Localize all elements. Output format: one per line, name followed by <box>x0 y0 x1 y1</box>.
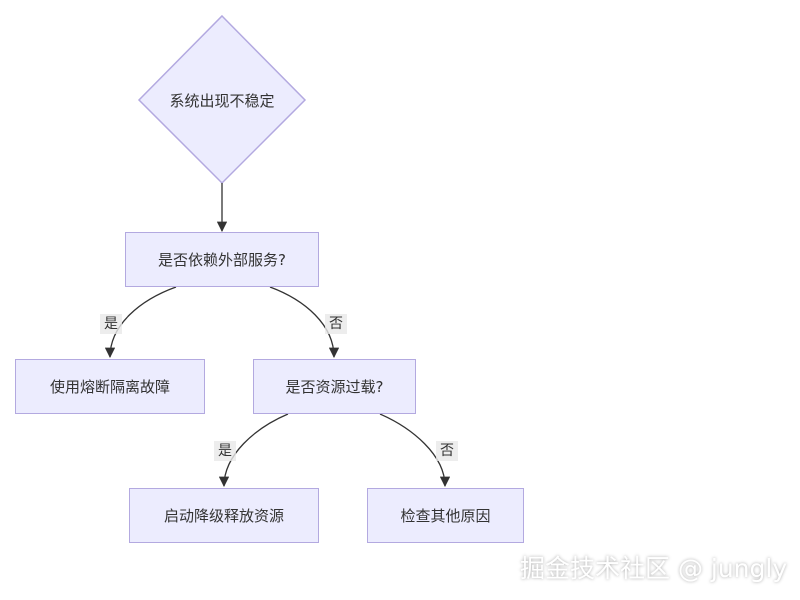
edge-overload-to-degrade <box>218 413 289 488</box>
edge-label-yes-1: 是 <box>100 314 122 334</box>
edge-label-yes-2: 是 <box>214 441 236 461</box>
node-degrade: 启动降级释放资源 <box>129 488 319 543</box>
node-start-label: 系统出现不稳定 <box>169 91 275 110</box>
node-check-other: 检查其他原因 <box>367 488 524 543</box>
node-circuit-breaker: 使用熔断隔离故障 <box>15 359 205 414</box>
edge-depends-to-breaker <box>104 286 177 359</box>
edge-label-no-2: 否 <box>436 441 458 461</box>
node-resource-overload: 是否资源过载? <box>253 359 416 414</box>
edge-label-no-1: 否 <box>325 314 347 334</box>
edge-depends-to-overload <box>269 286 340 359</box>
node-depends-external: 是否依赖外部服务? <box>125 232 319 287</box>
watermark: 掘金技术社区 @ jungly <box>520 554 788 583</box>
edge-overload-to-check <box>379 413 451 488</box>
